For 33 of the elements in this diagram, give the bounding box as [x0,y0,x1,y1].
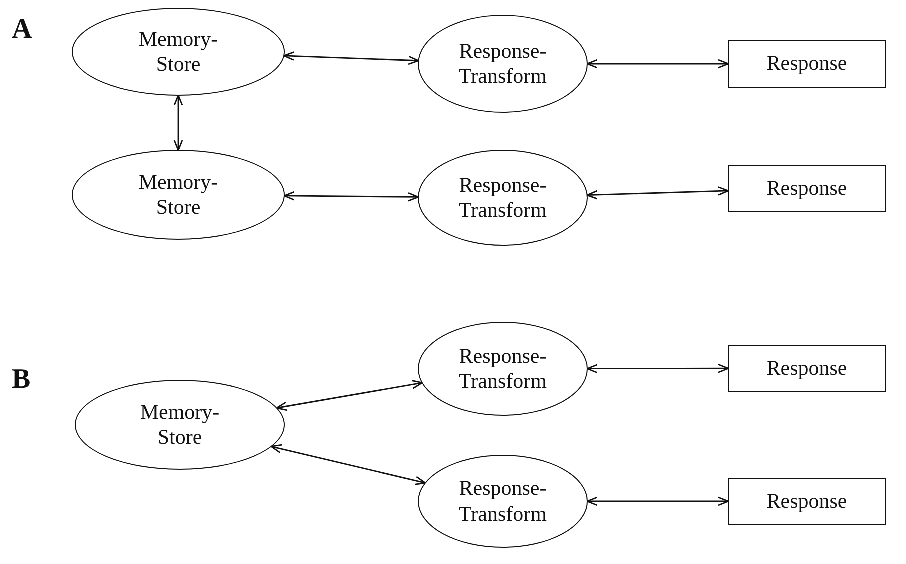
node-label: Response [766,51,848,77]
node-label: Response [766,176,848,202]
ellipse-node [418,322,588,416]
double-arrow [586,364,730,374]
double-arrow [270,444,426,486]
double-arrow [276,380,424,412]
ellipse-node [418,455,588,548]
double-arrow [174,94,184,152]
node-label: Response [766,356,848,382]
process-box [728,165,886,212]
ellipse-node [75,380,285,470]
double-arrow [284,191,420,202]
double-arrow [586,186,730,200]
ellipse-node [418,15,588,113]
panel-letter: A [12,14,32,46]
node-label: Response- Transform [458,38,548,90]
node-label: Response- Transform [458,476,548,527]
node-label: Response- Transform [458,172,548,224]
ellipse-node [72,150,285,240]
double-arrow [586,59,730,69]
node-label: Memory-Store [138,170,220,220]
double-arrow [283,52,420,66]
panel-letter: B [12,364,31,396]
ellipse-node [72,8,285,96]
node-label: Memory-Store [139,400,221,450]
process-box [728,40,886,88]
node-label: Memory-Store [138,26,220,78]
ellipse-node [418,150,588,246]
double-arrow [586,496,730,506]
process-box [728,345,886,392]
node-label: Response- Transform [458,344,548,394]
node-label: Response [766,488,848,514]
process-box [728,478,886,525]
